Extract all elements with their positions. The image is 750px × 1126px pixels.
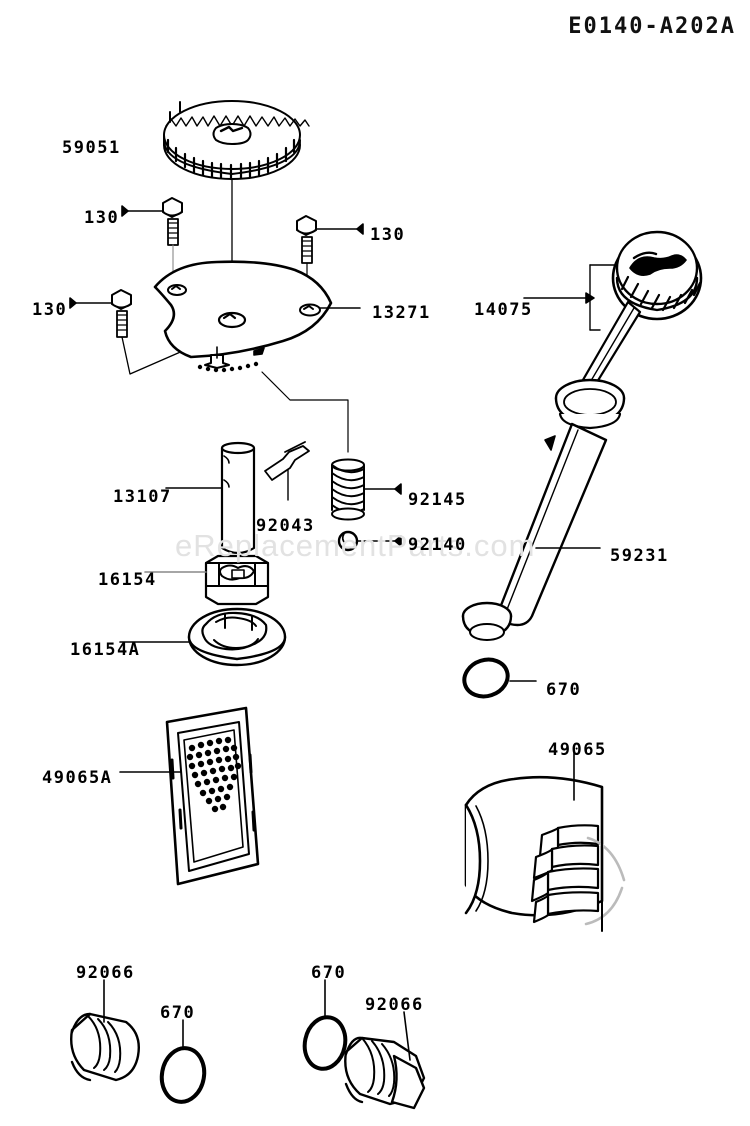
callout-92066-left: 92066 [76,963,135,983]
callout-49065a: 49065A [42,768,113,788]
callout-92145: 92145 [408,490,467,510]
part-dipstick-cap-14075 [523,230,703,402]
part-dipstick-tube-59231 [461,378,626,641]
part-ball-92140 [337,530,402,552]
part-pin-92043 [264,441,310,501]
callout-13107: 13107 [113,487,172,507]
part-outer-rotor-16154a [119,607,287,667]
callout-59231: 59231 [610,546,669,566]
callout-13271: 13271 [372,303,431,323]
part-pump-plate-13271 [153,260,361,453]
callout-14075: 14075 [474,300,533,320]
part-bolt-130-top-right [296,215,364,306]
callout-59051: 59051 [62,138,121,158]
diagram-number: E0140-A202A [568,14,736,39]
part-inner-rotor-16154 [144,554,270,606]
callout-49065: 49065 [548,740,607,760]
part-oring-670-left [159,1019,207,1104]
part-oring-670-tube [462,657,537,699]
part-shaft-13107 [165,441,256,555]
callout-130-left: 130 [32,300,68,320]
callout-670-left: 670 [160,1003,196,1023]
callout-92140: 92140 [408,535,467,555]
callout-16154a: 16154A [70,640,141,660]
callout-130-top-left: 130 [84,208,120,228]
callout-16154: 16154 [98,570,157,590]
callout-92043: 92043 [256,516,315,536]
part-gear-59051 [163,100,310,333]
watermark: eReplacementParts.com [175,528,536,563]
part-spring-92145 [331,458,402,522]
part-bolt-130-left [69,289,186,375]
part-drain-plug-92066-right [344,1011,426,1110]
callout-670-tube: 670 [546,680,582,700]
part-oil-screen-49065a [119,706,260,886]
part-oil-filter-49065 [464,751,626,932]
part-oring-670-right [302,979,348,1071]
part-drain-plug-92066-left [70,979,140,1082]
callout-130-top-right: 130 [370,225,406,245]
callout-670-right: 670 [311,963,347,983]
callout-92066-right: 92066 [365,995,424,1015]
